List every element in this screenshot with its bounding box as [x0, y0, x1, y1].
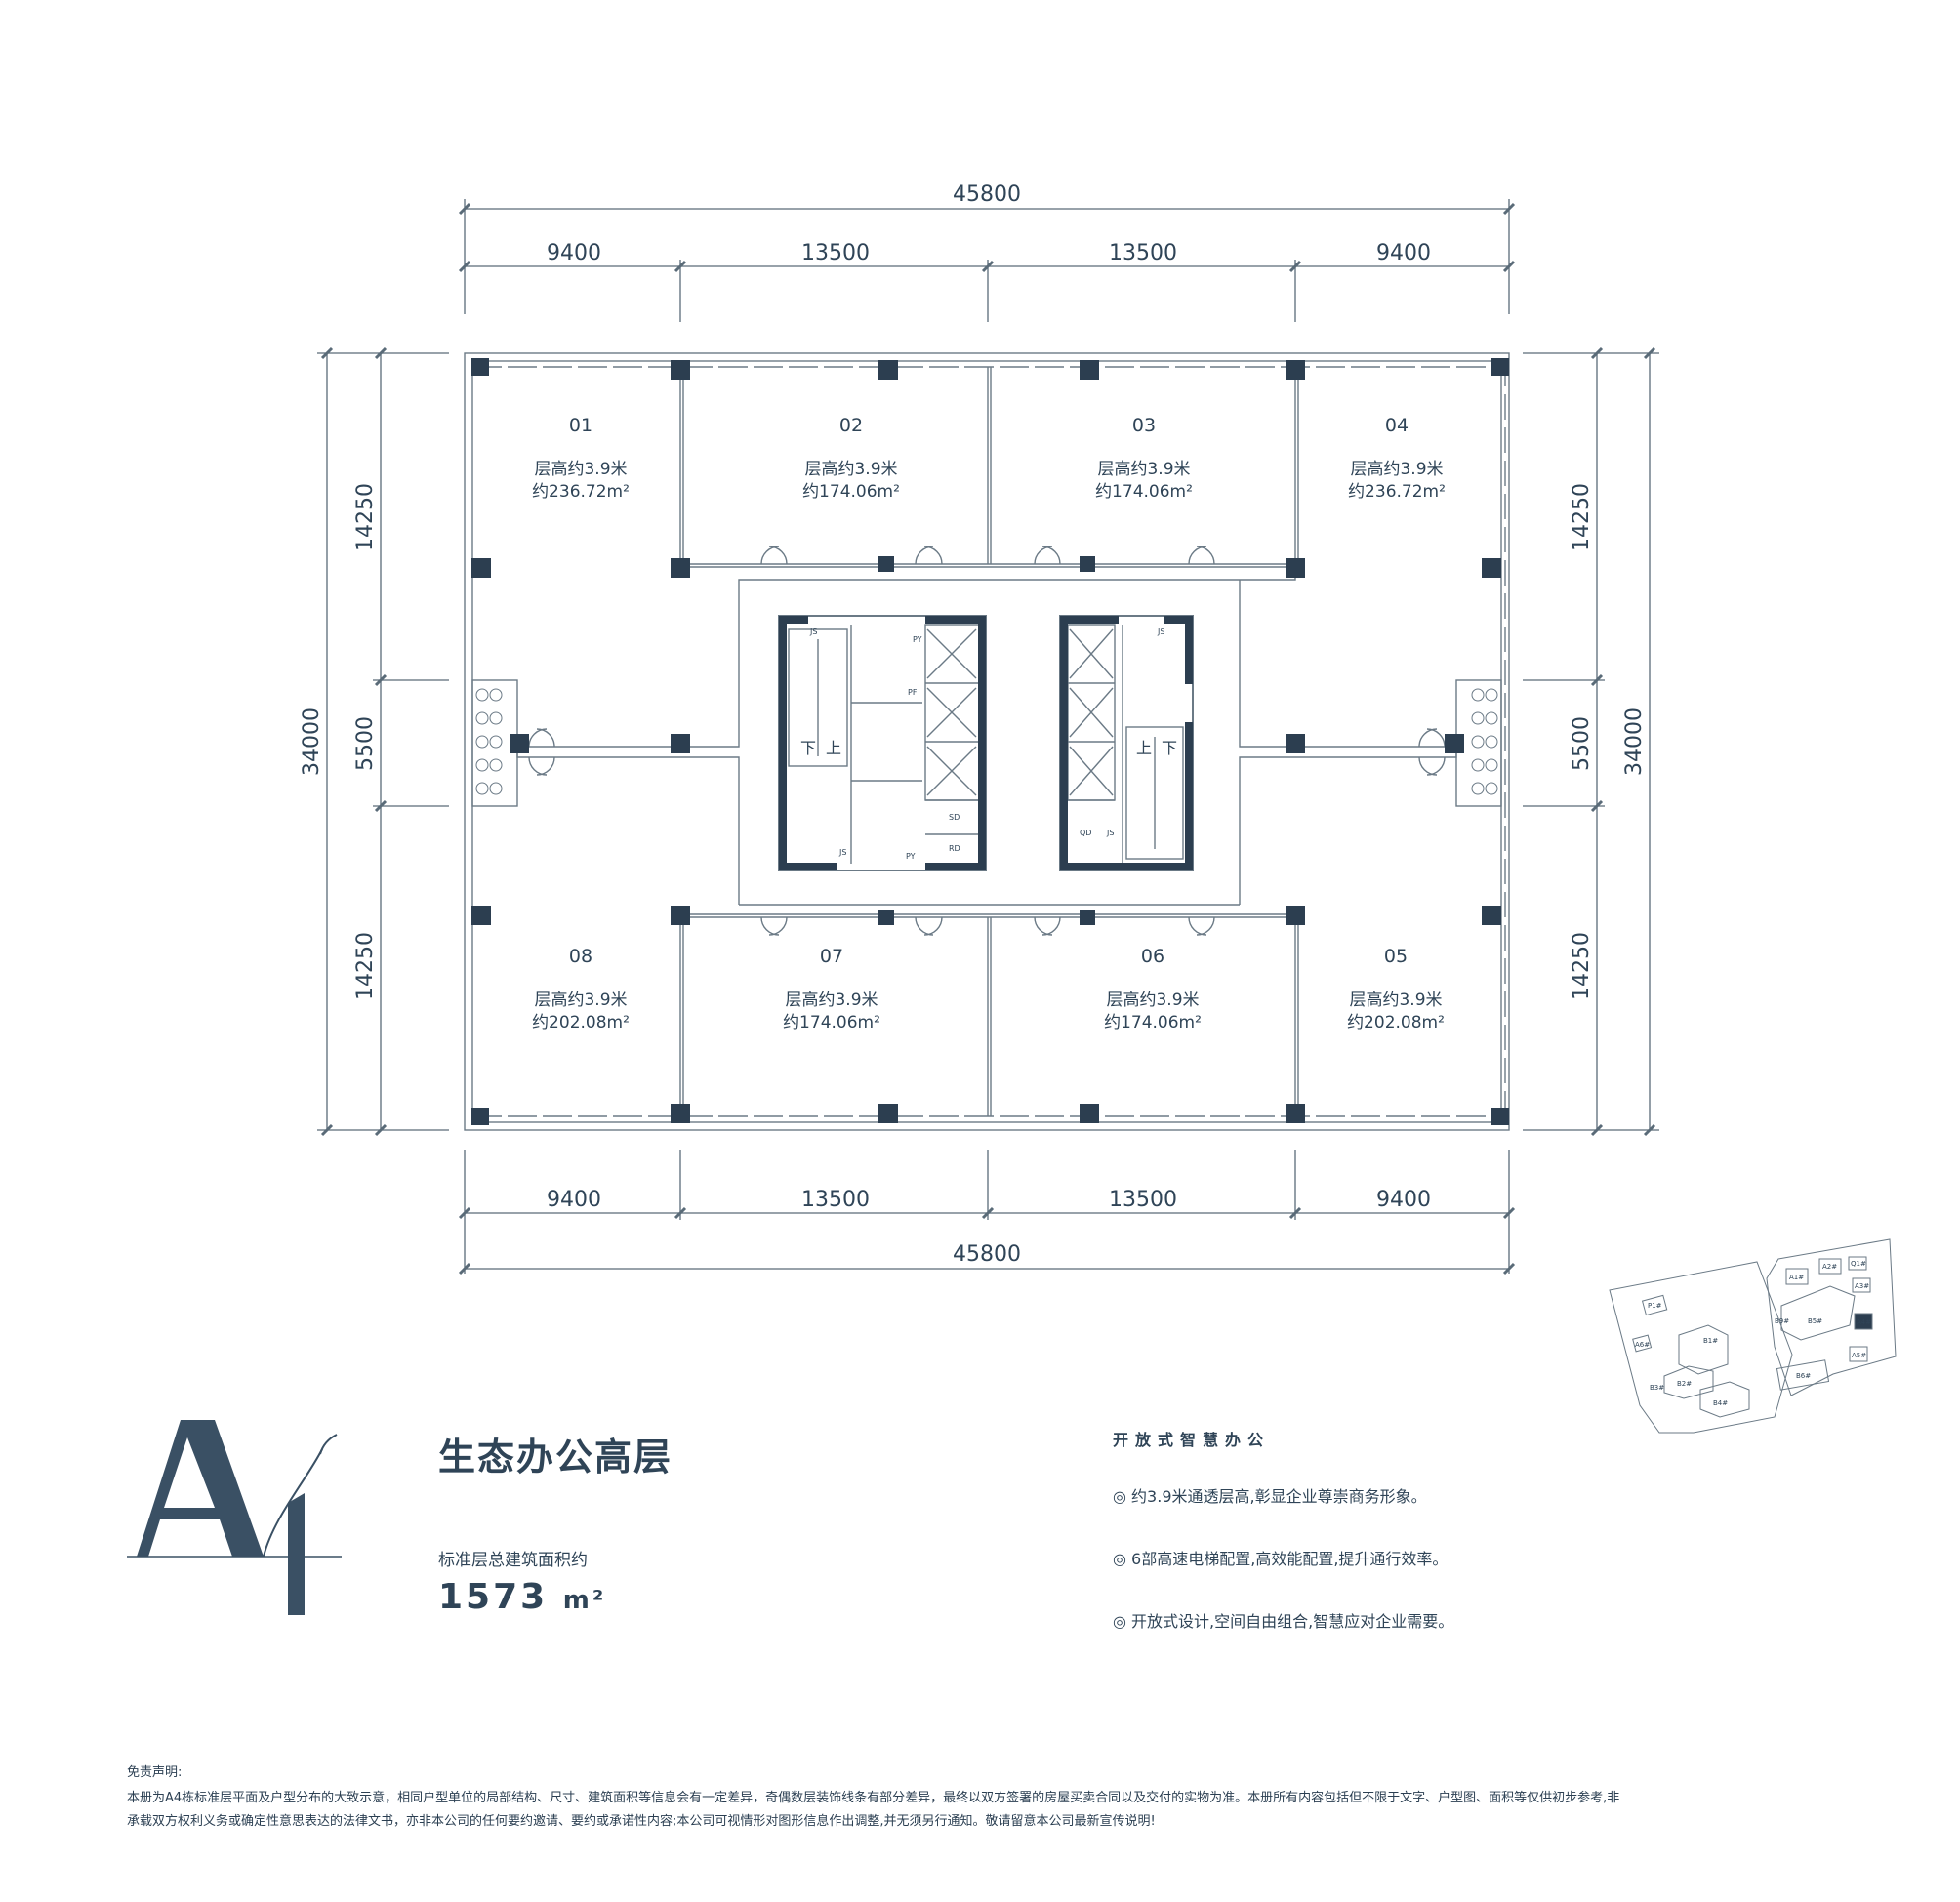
site-label-a1: A1#	[1789, 1274, 1804, 1281]
stair-down-label-1: 下	[800, 739, 816, 757]
unit-number: 07	[820, 946, 843, 967]
dim-top-seg-2: 13500	[801, 241, 870, 265]
unit-height: 层高约3.9米	[1106, 991, 1199, 1010]
dim-top-seg-3: 13500	[1109, 241, 1177, 265]
core-label-pf: PF	[908, 688, 918, 697]
unit-number: 02	[839, 415, 863, 436]
dim-left-seg-3: 14250	[353, 932, 378, 1000]
unit-07: 07 层高约3.9米 约174.06m²	[783, 946, 880, 1032]
unit-number: 08	[569, 946, 592, 967]
dim-bottom-seg-3: 13500	[1109, 1188, 1177, 1212]
dim-bottom-seg-1: 9400	[547, 1188, 601, 1212]
unit-number: 06	[1141, 946, 1164, 967]
unit-area: 约174.06m²	[802, 482, 900, 502]
site-label-a5: A5#	[1852, 1352, 1866, 1359]
site-label-b1: B1#	[1703, 1337, 1718, 1345]
feature-item: ◎ 约3.9米通透层高,彰显企业尊崇商务形象。	[1113, 1487, 1427, 1506]
unit-number: 03	[1132, 415, 1156, 436]
unit-number: 04	[1385, 415, 1409, 436]
unit-06: 06 层高约3.9米 约174.06m²	[1104, 946, 1202, 1032]
stair-up-label-2: 上	[1136, 739, 1152, 757]
site-key-map	[1609, 1238, 1897, 1434]
core-label-py: PY	[913, 635, 922, 644]
unit-height: 层高约3.9米	[804, 460, 897, 479]
unit-area: 约236.72m²	[1348, 482, 1446, 502]
dim-bottom-seg-2: 13500	[801, 1188, 870, 1212]
site-label-a4: A4#	[1857, 1318, 1871, 1326]
unit-area: 约202.08m²	[1347, 1013, 1445, 1032]
structural-columns	[471, 358, 1509, 1125]
core-label-qd: QD	[1080, 829, 1091, 837]
unit-area: 约236.72m²	[532, 482, 630, 502]
dim-right-total: 34000	[1622, 708, 1647, 776]
dim-left-seg-1: 14250	[353, 483, 378, 551]
unit-height: 层高约3.9米	[534, 460, 627, 479]
core-label-js-4: JS	[1106, 829, 1114, 837]
site-label-a6: A6#	[1635, 1341, 1650, 1349]
site-label-b5: B5#	[1808, 1317, 1822, 1325]
core-label-rd: RD	[949, 844, 960, 853]
stair-up-label-1: 上	[826, 739, 841, 757]
site-label-a3: A3#	[1855, 1282, 1869, 1290]
unit-area: 约174.06m²	[783, 1013, 880, 1032]
dim-top-seg-4: 9400	[1376, 241, 1431, 265]
building-code-logo	[127, 1420, 342, 1615]
core-label-js-3: JS	[1157, 627, 1164, 636]
area-value: 1573 m²	[438, 1577, 606, 1617]
feature-item: ◎ 6部高速电梯配置,高效能配置,提升通行效率。	[1113, 1550, 1449, 1568]
site-key-labels: P1# A6# B1# B2# B3# B4# A1# A2# Q1# A3# …	[1635, 1260, 1871, 1407]
dim-left-seg-2: 5500	[353, 716, 378, 771]
features-title: 开放式智慧办公	[1113, 1431, 1271, 1449]
unit-03: 03 层高约3.9米 约174.06m²	[1095, 415, 1193, 502]
disclaimer-line: 本册为A4栋标准层平面及户型分布的大致示意，相同户型单位的局部结构、尺寸、建筑面…	[127, 1791, 1620, 1805]
area-number: 1573	[438, 1577, 549, 1617]
dim-bottom-seg-4: 9400	[1376, 1188, 1431, 1212]
area-unit: m²	[562, 1586, 607, 1615]
dim-right-seg-3: 14250	[1570, 932, 1594, 1000]
dim-top-seg-1: 9400	[547, 241, 601, 265]
site-label-b2: B2#	[1677, 1380, 1692, 1388]
site-label-b6: B6#	[1796, 1372, 1811, 1380]
unit-height: 层高约3.9米	[534, 991, 627, 1010]
unit-02: 02 层高约3.9米 约174.06m²	[802, 415, 900, 502]
unit-height: 层高约3.9米	[1097, 460, 1190, 479]
site-label-q1: Q1#	[1851, 1260, 1866, 1268]
unit-05: 05 层高约3.9米 约202.08m²	[1347, 946, 1445, 1032]
unit-area: 约202.08m²	[532, 1013, 630, 1032]
building-title: 生态办公高层	[438, 1436, 674, 1478]
unit-height: 层高约3.9米	[1350, 460, 1443, 479]
dim-top-total: 45800	[953, 182, 1021, 207]
disclaimer: 免责声明: 本册为A4栋标准层平面及户型分布的大致示意，相同户型单位的局部结构、…	[127, 1761, 1845, 1834]
unit-number: 05	[1384, 946, 1408, 967]
dim-bottom-total: 45800	[953, 1242, 1021, 1267]
unit-04: 04 层高约3.9米 约236.72m²	[1348, 415, 1446, 502]
area-label: 标准层总建筑面积约	[438, 1551, 588, 1570]
disclaimer-title: 免责声明:	[127, 1765, 183, 1780]
disclaimer-line: 承载双方权利义务或确定性意思表达的法律文书，亦非本公司的任何要约邀请、要约或承诺…	[127, 1814, 1156, 1829]
site-label-b9: B9#	[1775, 1317, 1789, 1325]
core-label-py-2: PY	[906, 852, 916, 861]
unit-area: 约174.06m²	[1095, 482, 1193, 502]
unit-01: 01 层高约3.9米 约236.72m²	[532, 415, 630, 502]
feature-item: ◎ 开放式设计,空间自由组合,智慧应对企业需要。	[1113, 1612, 1454, 1631]
unit-height: 层高约3.9米	[1349, 991, 1442, 1010]
unit-height: 层高约3.9米	[785, 991, 878, 1010]
site-label-b3: B3#	[1650, 1384, 1664, 1392]
unit-number: 01	[569, 415, 592, 436]
dim-right-seg-2: 5500	[1570, 716, 1594, 771]
core-label-js: JS	[809, 627, 817, 636]
site-label-p1: P1#	[1648, 1302, 1662, 1310]
dim-left-total: 34000	[300, 708, 324, 776]
dim-right-seg-1: 14250	[1570, 483, 1594, 551]
stair-down-label-2: 下	[1162, 739, 1177, 757]
site-label-b4: B4#	[1713, 1399, 1728, 1407]
site-label-a2: A2#	[1822, 1263, 1837, 1271]
unit-08: 08 层高约3.9米 约202.08m²	[532, 946, 630, 1032]
core-label-js-2: JS	[838, 848, 846, 857]
core-label-sd: SD	[949, 813, 960, 822]
features-panel: 开放式智慧办公 ◎ 约3.9米通透层高,彰显企业尊崇商务形象。 ◎ 6部高速电梯…	[1113, 1427, 1698, 1671]
unit-area: 约174.06m²	[1104, 1013, 1202, 1032]
